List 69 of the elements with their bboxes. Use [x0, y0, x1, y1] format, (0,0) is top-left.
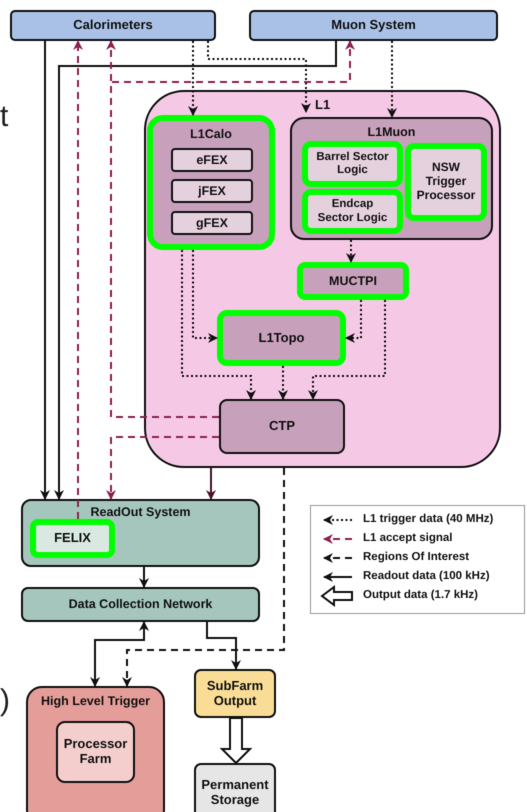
node-label: NSW Trigger Processor: [416, 161, 476, 203]
process-box: [56, 721, 135, 783]
legend-label: Output data (1.7 kHz): [363, 589, 478, 601]
group-box: [290, 117, 493, 240]
node-label: Barrel Sector Logic: [315, 150, 390, 178]
node-label: eFEX: [196, 152, 228, 168]
dotted-arrow: [346, 240, 356, 263]
dotted-arrow: [278, 366, 288, 400]
node-label: jFEX: [198, 184, 226, 198]
process-box: [194, 763, 276, 812]
process-box: [171, 211, 253, 235]
arrow: [206, 468, 216, 500]
node-label: Muon System: [331, 18, 416, 33]
dotted-arrow: [207, 41, 311, 113]
process-box: [171, 148, 253, 172]
process-box: [30, 519, 115, 558]
dashed-arrow: [106, 436, 219, 500]
legend-label: L1 trigger data (40 MHz): [363, 513, 494, 525]
text-fragment: t: [0, 102, 8, 132]
process-box: [219, 399, 345, 454]
process-box: [10, 10, 216, 41]
node-label: Endcap Sector Logic: [316, 198, 388, 225]
output-arrow: [220, 717, 252, 764]
node-label: Data Collection Network: [68, 597, 212, 612]
dashed-arrow: [122, 468, 285, 687]
group-box: [21, 499, 260, 567]
group-box: [26, 686, 165, 812]
node-label: SubFarm Output: [206, 678, 264, 708]
process-box: [405, 143, 487, 221]
dotted-arrow: [181, 250, 256, 400]
legend-label: Readout data (100 kHz): [363, 570, 490, 582]
dotted-arrow: [188, 41, 198, 116]
group-title: L1: [315, 98, 330, 113]
process-box: [217, 310, 346, 366]
group-title: L1Calo: [189, 127, 233, 142]
node-label: Calorimeters: [73, 18, 153, 33]
dashed-arrow: [110, 40, 355, 418]
process-box: [302, 141, 403, 187]
legend-label: L1 accept signal: [363, 532, 452, 544]
group-title: L1Muon: [366, 125, 416, 140]
process-box: [297, 262, 409, 300]
node-label: Permanent Storage: [200, 778, 270, 808]
arrow: [139, 567, 149, 588]
group-box: [147, 115, 275, 250]
legend-label: Regions Of Interest: [363, 551, 470, 563]
node-label: L1Topo: [258, 330, 304, 346]
process-box: [194, 669, 276, 718]
node-label: MUCTPI: [329, 274, 377, 288]
dashed-arrow: [73, 40, 83, 519]
node-label: CTP: [269, 419, 295, 434]
dotted-arrow: [387, 41, 397, 118]
arrow: [40, 41, 50, 500]
process-box: [302, 189, 403, 234]
group-box: [144, 90, 501, 468]
arrow: [206, 622, 241, 670]
arrow: [54, 41, 337, 500]
dotted-arrow: [192, 250, 218, 343]
node-label: Processor Farm: [62, 737, 128, 767]
process-box: [249, 10, 498, 41]
node-label: FELIX: [54, 531, 91, 546]
group-title: High Level Trigger: [40, 694, 152, 708]
process-box: [21, 587, 260, 622]
arrow: [90, 621, 149, 687]
dotted-arrow: [345, 300, 362, 343]
node-label: gFEX: [196, 216, 228, 230]
process-box: [171, 179, 253, 203]
group-title: ReadOut System: [89, 505, 192, 520]
dotted-arrow: [308, 300, 386, 400]
text-fragment: ): [0, 686, 10, 716]
